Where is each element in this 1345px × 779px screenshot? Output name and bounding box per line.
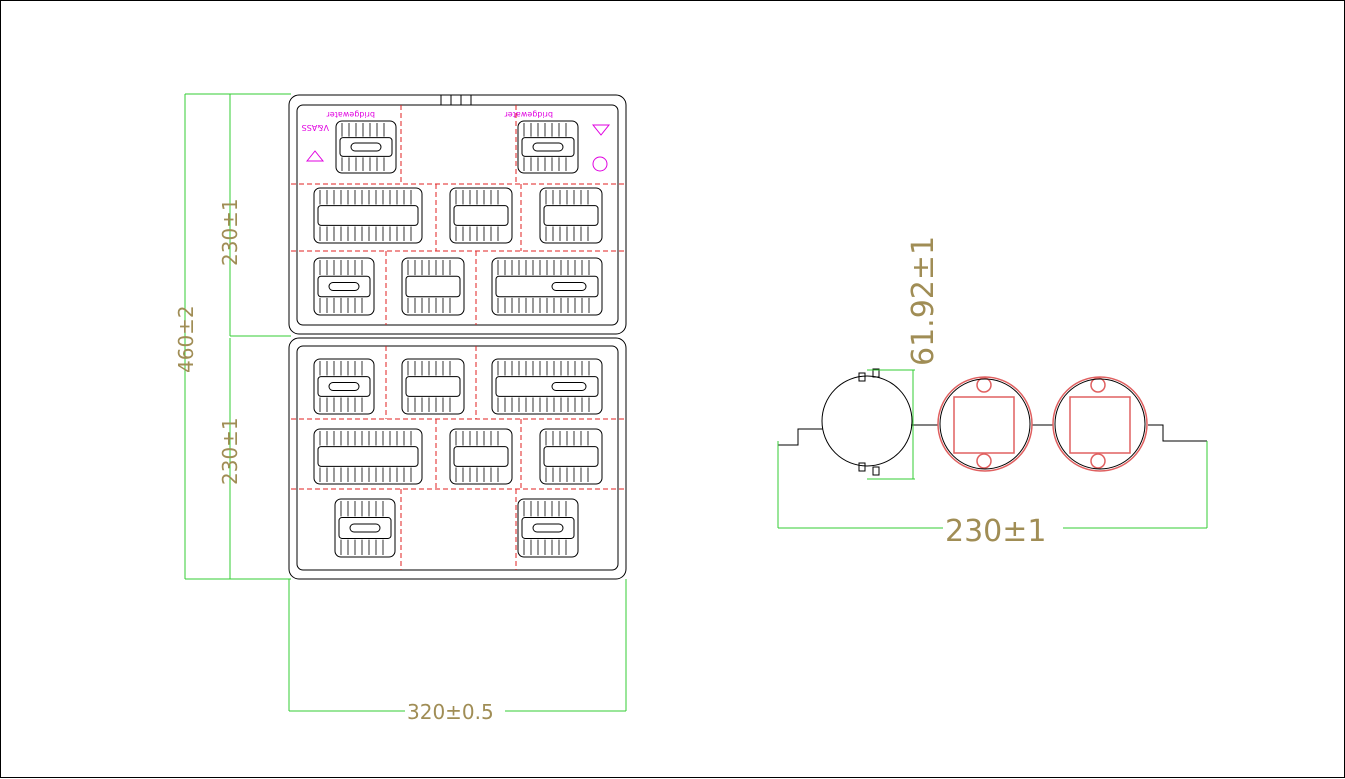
- section-dimension-lines: [777, 369, 1208, 529]
- section-parts: [937, 376, 1148, 472]
- cut-lines: [291, 105, 624, 570]
- cavity-pocket: [517, 498, 579, 558]
- lower-tray-outline: [288, 337, 627, 580]
- upper-height-dimension: 230±1: [218, 198, 242, 266]
- cavity-pocket: [449, 187, 513, 244]
- cavity-pocket: [401, 257, 465, 316]
- lower-tray-inner: [296, 345, 619, 571]
- cavity-pocket: [335, 120, 397, 174]
- cavity-pocket: [313, 428, 423, 485]
- cavity-pocket: [491, 257, 603, 316]
- lower-height-dimension: 230±1: [218, 417, 242, 485]
- plan-view: [288, 94, 627, 580]
- section-profile: [778, 424, 1207, 446]
- cavity-pocket: [334, 498, 396, 558]
- brand-label-left: bridgewater: [326, 110, 375, 119]
- corner-label: V&ASS: [302, 123, 329, 132]
- overall-height-dimension: 460±2: [174, 305, 198, 373]
- brand-label-right: bridgewater: [504, 110, 553, 119]
- recycle-icon: [305, 124, 611, 162]
- cavity-pocket: [449, 428, 513, 485]
- cavity-pocket: [313, 358, 375, 415]
- plan-dimension-lines: [184, 93, 627, 712]
- cavity-pocket: [517, 120, 579, 174]
- cavity-pocket: [313, 187, 423, 244]
- section-cavity-empty: [821, 375, 913, 467]
- hinge-tab: [440, 94, 472, 106]
- part-left: [937, 376, 1033, 472]
- cavity-pocket: [313, 257, 375, 316]
- recycle-icon-right: [592, 156, 608, 172]
- upper-tray-outline: [288, 94, 627, 335]
- part-right: [1052, 376, 1148, 472]
- cavity-pocket: [539, 187, 603, 244]
- cavity-pocket: [401, 358, 465, 415]
- width-dimension: 320±0.5: [407, 700, 494, 724]
- cavity-group: [313, 120, 603, 558]
- cavity-pocket: [539, 428, 603, 485]
- depth-dimension: 61.92±1: [906, 236, 941, 366]
- cavity-pocket: [491, 358, 603, 415]
- section-view: [778, 368, 1207, 476]
- section-width-dimension: 230±1: [945, 514, 1046, 549]
- brand-marks: bridgewater bridgewater V&ASS: [302, 110, 611, 172]
